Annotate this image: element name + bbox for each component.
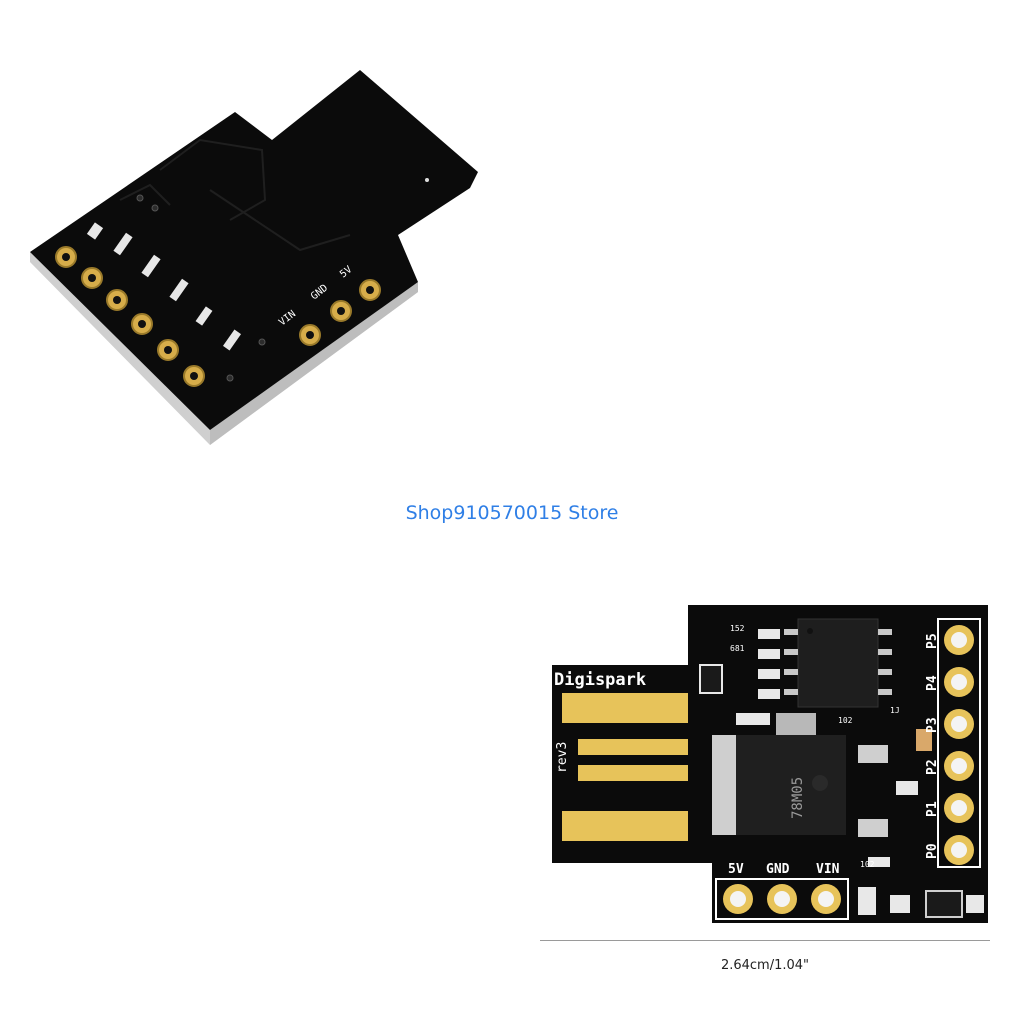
power-label-vin: VIN: [816, 862, 840, 877]
board-front-photo: Digispark rev3 152 681 102 78M05 102 1J: [552, 605, 988, 923]
power-label-gnd: GND: [766, 862, 790, 877]
pin-label-p5: P5: [925, 633, 940, 649]
revision-label: rev3: [555, 742, 570, 773]
code-102-top: 102: [838, 716, 853, 725]
usb-contacts: [562, 693, 688, 841]
pin-label-p0: P0: [925, 843, 940, 859]
back-pin-holes: [55, 246, 205, 387]
code-152: 152: [730, 624, 745, 633]
power-label-5v: 5V: [728, 862, 744, 877]
back-power-holes: [299, 279, 381, 346]
pin-label-p3: P3: [925, 717, 940, 733]
brand-label: Digispark: [554, 670, 646, 690]
front-power-header: [715, 878, 849, 920]
pin-label-p4: P4: [925, 675, 940, 691]
code-102-bottom: 102: [860, 860, 875, 869]
code-1j: 1J: [890, 706, 900, 715]
pin-label-p1: P1: [925, 801, 940, 817]
board-back-photo: VIN GND 5V: [30, 70, 478, 445]
regulator-label: 78M05: [790, 777, 806, 819]
board-back-pcb: [30, 70, 478, 430]
code-681: 681: [730, 644, 745, 653]
pin-label-p2: P2: [925, 759, 940, 775]
dimension-label: 2.64cm/1.04": [720, 958, 810, 973]
front-pin-header: [937, 618, 981, 868]
dimension-line: [540, 940, 990, 941]
store-name-label: Shop910570015 Store: [405, 502, 619, 524]
